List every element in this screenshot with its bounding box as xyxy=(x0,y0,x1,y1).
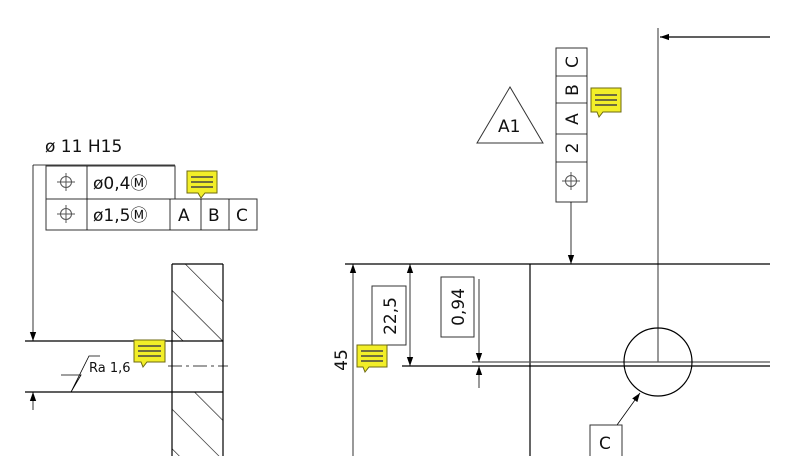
datum-c: C xyxy=(563,56,583,68)
datum-a: A xyxy=(563,113,583,125)
note-icon[interactable] xyxy=(133,339,166,368)
position-icon xyxy=(57,173,75,191)
dimension-45[interactable]: 45 xyxy=(332,264,357,456)
tolerance-value: ø0,4Ⓜ xyxy=(93,174,147,194)
feature-control-frame[interactable]: ø0,4Ⓜ ø1,5Ⓜ A B C xyxy=(45,165,258,231)
surface-finish-text: Ra 1,6 xyxy=(89,361,131,376)
note-icon[interactable] xyxy=(186,170,218,199)
datum-b: B xyxy=(208,206,220,226)
datum-a: A xyxy=(178,206,190,226)
hole-circle xyxy=(623,327,693,397)
datum-feature-label: C xyxy=(599,434,611,454)
surface-finish-symbol: Ra 1,6 xyxy=(61,355,131,393)
datum-b: B xyxy=(563,84,583,96)
datum-feature-c[interactable]: C xyxy=(589,424,623,456)
dimension-text: 22,5 xyxy=(381,297,401,335)
dimension-0-94[interactable]: 0,94 xyxy=(440,276,483,388)
tolerance-value: 2 xyxy=(563,143,583,154)
tolerance-value: ø1,5Ⓜ xyxy=(93,206,147,226)
position-icon xyxy=(57,205,75,223)
right-view: A1 C B A 2 45 22,5 xyxy=(332,28,770,456)
note-icon[interactable] xyxy=(590,87,622,118)
dimension-22-5[interactable]: 22,5 xyxy=(371,264,414,366)
datum-c: C xyxy=(236,206,248,226)
dimension-text: 45 xyxy=(332,349,352,371)
hole-callout: ø 11 H15 xyxy=(45,137,122,157)
note-icon[interactable] xyxy=(356,344,388,373)
datum-target-label: A1 xyxy=(498,117,520,137)
left-view: ø 11 H15 ø0,4Ⓜ ø1,5Ⓜ A B C xyxy=(25,137,258,456)
dimension-text: 0,94 xyxy=(449,288,469,326)
feature-control-frame-vertical[interactable]: C B A 2 xyxy=(555,47,588,203)
datum-target[interactable]: A1 xyxy=(476,86,544,144)
position-icon xyxy=(562,172,580,190)
